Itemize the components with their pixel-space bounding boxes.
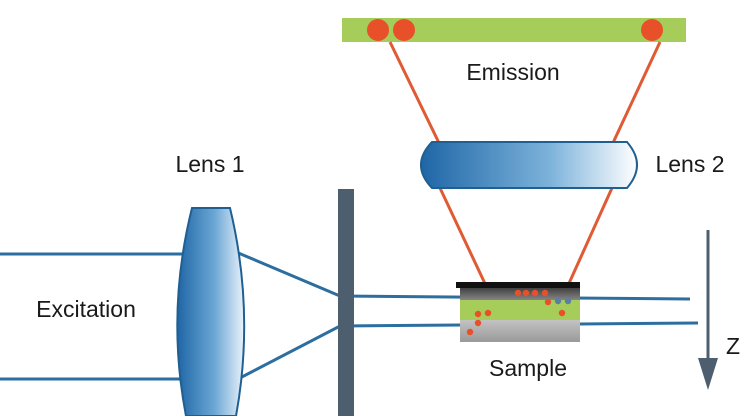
emission-ray-right-lower xyxy=(564,187,614,291)
fluorophore xyxy=(554,297,562,305)
fluorophore xyxy=(544,298,552,306)
fluorophore xyxy=(522,289,530,297)
emission-ray-right-upper xyxy=(610,41,662,146)
z-axis-label: Z xyxy=(726,333,740,359)
lens-2 xyxy=(420,141,638,189)
lens-1 xyxy=(176,207,246,416)
emission-label: Emission xyxy=(466,59,559,85)
emission-ray-left-upper xyxy=(388,41,442,146)
fluorophore xyxy=(558,309,566,317)
sample-label: Sample xyxy=(489,355,567,381)
detector-spot xyxy=(393,19,415,41)
excitation-label: Excitation xyxy=(36,296,136,322)
detector-spot xyxy=(367,19,389,41)
fluorophore xyxy=(564,297,572,305)
emission-ray-left-lower xyxy=(438,187,490,291)
slit-aperture xyxy=(338,189,354,416)
sample-top-edge xyxy=(456,282,580,288)
fluorophore xyxy=(474,310,482,318)
fluorophore xyxy=(531,289,539,297)
fluorophore xyxy=(474,319,482,327)
fluorophore xyxy=(514,289,522,297)
lens-2-label: Lens 2 xyxy=(655,151,724,177)
fluorophore xyxy=(466,328,474,336)
lens-1-label: Lens 1 xyxy=(175,151,244,177)
fluorophore xyxy=(484,309,492,317)
z-axis-arrowhead xyxy=(698,358,718,390)
fluorophore xyxy=(541,289,549,297)
detector-spot xyxy=(641,19,663,41)
